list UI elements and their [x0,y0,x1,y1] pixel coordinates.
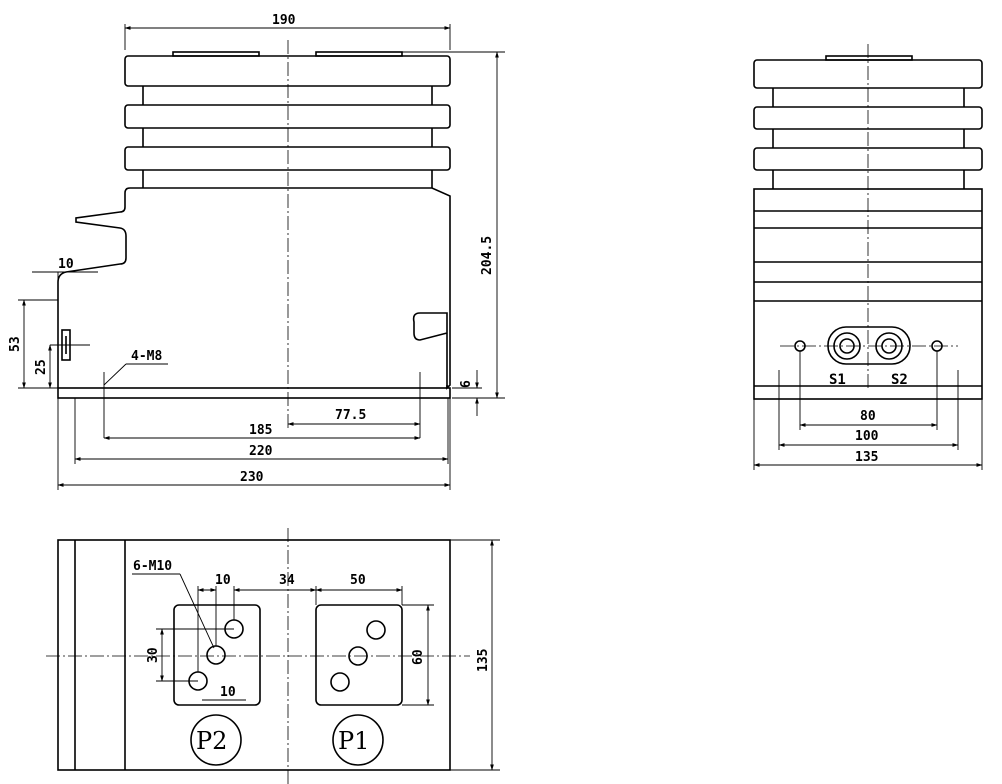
terminal-pad-p1 [315,604,403,706]
dim-10-top: 10 [215,573,231,588]
dim-80: 80 [860,409,876,424]
dim-204-5: 204.5 [480,236,495,275]
label-p1: P1 [338,727,369,755]
dim-190: 190 [272,13,296,28]
side-view: S1 S2 [753,44,983,400]
dim-135-side: 135 [855,450,878,465]
dim-60: 60 [411,649,426,665]
dim-230: 230 [240,470,264,485]
dim-220: 220 [249,444,273,459]
label-4-m8: 4-M8 [131,349,162,364]
dim-25: 25 [34,359,49,375]
top-view: P2 P1 [46,528,470,784]
front-dimensions: 190 204.5 6 10 53 25 4-M8 77.5 185 [8,13,505,490]
terminal-pad-p2 [173,604,261,706]
dim-10-lower: 10 [220,685,236,700]
dim-10-flange: 10 [58,257,74,272]
label-s1: S1 [829,372,846,388]
front-view [50,40,451,438]
dim-34: 34 [279,573,295,588]
label-6-m10: 6-M10 [133,559,172,574]
secondary-terminal-block [827,326,911,365]
top-dimensions: 6-M10 10 34 50 30 10 60 135 [132,539,500,771]
dim-77-5: 77.5 [335,408,366,423]
dim-100: 100 [855,429,879,444]
dim-50: 50 [350,573,366,588]
dim-185: 185 [249,423,272,438]
dim-6: 6 [459,380,474,388]
label-p2: P2 [196,727,227,755]
side-dimensions: 80 100 135 [753,351,983,470]
dim-135-top: 135 [476,649,491,672]
dim-53: 53 [8,336,23,352]
label-s2: S2 [891,372,908,388]
dim-30: 30 [146,647,161,663]
